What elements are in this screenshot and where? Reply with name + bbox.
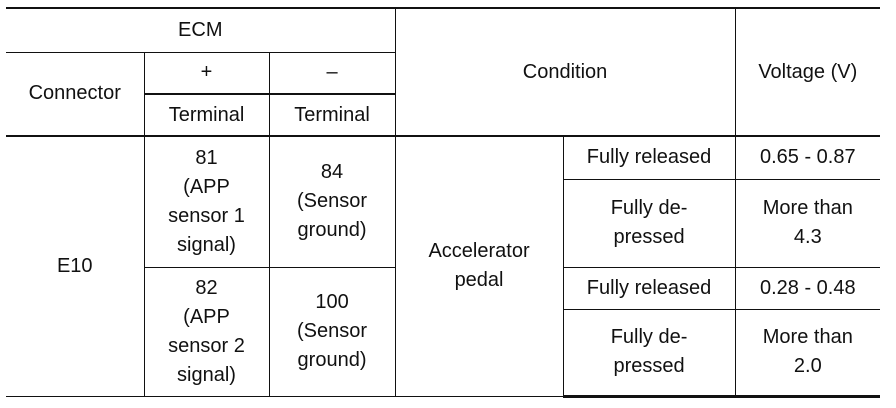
- voltage-header: Voltage (V): [734, 7, 881, 137]
- condition-group-cell: Accelerator pedal: [394, 135, 564, 397]
- minus-header: –: [268, 51, 396, 95]
- voltage-cell: More than 4.3: [734, 178, 881, 268]
- voltage-cell: 0.28 - 0.48: [734, 266, 881, 310]
- voltage-cell: 0.65 - 0.87: [734, 135, 881, 180]
- condition-cell: Fully de- pressed: [562, 178, 736, 268]
- connector-cell: E10: [6, 135, 145, 397]
- condition-cell: Fully de- pressed: [562, 308, 736, 398]
- connector-header: Connector: [6, 51, 145, 137]
- terminal-minus-cell: 84 (Sensor ground): [268, 135, 396, 268]
- terminal-minus-cell: 100 (Sensor ground): [268, 266, 396, 397]
- terminal-minus-header: Terminal: [268, 93, 396, 137]
- terminal-plus-cell: 81 (APP sensor 1 signal): [143, 135, 270, 268]
- condition-cell: Fully released: [562, 135, 736, 180]
- terminal-plus-header: Terminal: [143, 93, 270, 137]
- ecm-terminal-voltage-table: ECM Condition Voltage (V) Connector + – …: [6, 7, 881, 398]
- ecm-header: ECM: [6, 7, 396, 53]
- terminal-plus-cell: 82 (APP sensor 2 signal): [143, 266, 270, 397]
- condition-header: Condition: [394, 7, 736, 137]
- plus-header: +: [143, 51, 270, 95]
- voltage-cell: More than 2.0: [734, 308, 881, 398]
- condition-cell: Fully released: [562, 266, 736, 310]
